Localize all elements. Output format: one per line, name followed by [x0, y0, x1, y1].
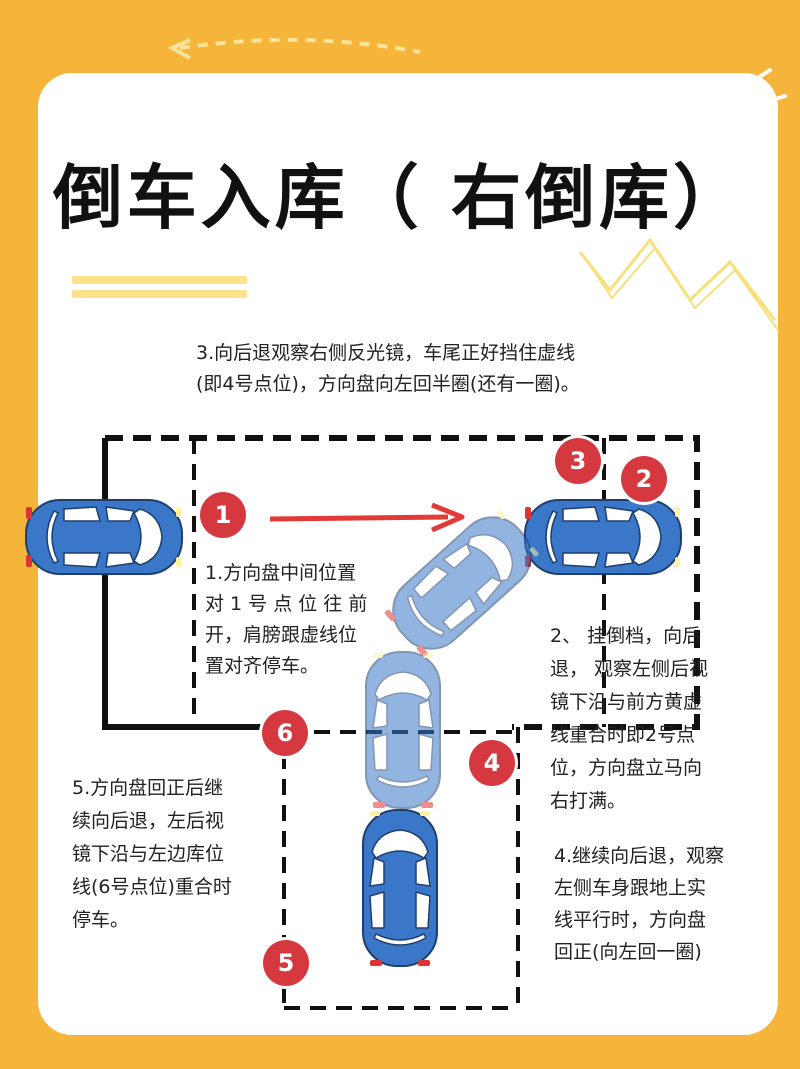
step3-text: 3.向后退观察右侧反光镜，车尾正好挡住虚线 (即4号点位)，方向盘向左回半圈(还…: [196, 338, 580, 400]
step2-line: 退， 观察左侧后视: [550, 658, 709, 680]
car-icon: [378, 502, 546, 664]
page-title: 倒车入库（ 右倒库）: [52, 157, 748, 239]
step-badge-6: 6: [262, 710, 308, 756]
car-icon: [524, 499, 682, 575]
step5-line: 线(6号点位)重合时: [72, 876, 232, 898]
step5-line: 镜下沿与左边库位: [72, 843, 225, 865]
step2-line: 线重合时即2号点: [550, 724, 696, 746]
step-badge-4: 4: [469, 740, 515, 786]
step1-line: 置对齐停车。: [205, 655, 320, 677]
step2-line: 2、 挂倒档，向后: [550, 625, 702, 647]
step2-line: 右打满。: [550, 790, 627, 812]
step1-text: 1.方向盘中间位置 对 1 号 点 位 往 前 开，肩膀跟虚线位 置对齐停车。: [205, 558, 367, 682]
car-icon: [365, 651, 441, 809]
step-badge-2: 2: [621, 456, 667, 502]
step5-text: 5.方向盘回正后继 续向后退，左后视 镜下沿与左边库位 线(6号点位)重合时 停…: [72, 772, 232, 937]
arrow-right-icon: [269, 502, 465, 533]
step5-line: 5.方向盘回正后继: [72, 777, 224, 799]
step4-line: 线平行时，方向盘: [554, 909, 707, 931]
step3-line: (即4号点位)，方向盘向左回半圈(还有一圈)。: [196, 373, 580, 395]
step4-line: 左侧车身跟地上实: [554, 877, 707, 899]
car-icon: [25, 499, 183, 575]
step-badge-5: 5: [263, 940, 309, 986]
step5-line: 续向后退，左后视: [72, 810, 225, 832]
step2-line: 位，方向盘立马向: [550, 757, 703, 779]
step4-line: 回正(向左回一圈): [554, 941, 702, 963]
step3-line: 3.向后退观察右侧反光镜，车尾正好挡住虚线: [196, 342, 576, 364]
step1-line: 对 1 号 点 位 往 前: [205, 593, 368, 615]
step2-text: 2、 挂倒档，向后 退， 观察左侧后视 镜下沿与前方黄虚 线重合时即2号点 位，…: [550, 620, 708, 818]
step-badge-3: 3: [555, 438, 601, 484]
car-icon: [362, 809, 438, 967]
step5-line: 停车。: [72, 909, 130, 931]
step1-line: 1.方向盘中间位置: [205, 562, 357, 584]
step4-line: 4.继续向后退，观察: [554, 845, 725, 867]
step-badge-1: 1: [200, 492, 246, 538]
step1-line: 开，肩膀跟虚线位: [205, 624, 358, 646]
step2-line: 镜下沿与前方黄虚: [550, 691, 703, 713]
step4-text: 4.继续向后退，观察 左侧车身跟地上实 线平行时，方向盘 回正(向左回一圈): [554, 840, 724, 968]
